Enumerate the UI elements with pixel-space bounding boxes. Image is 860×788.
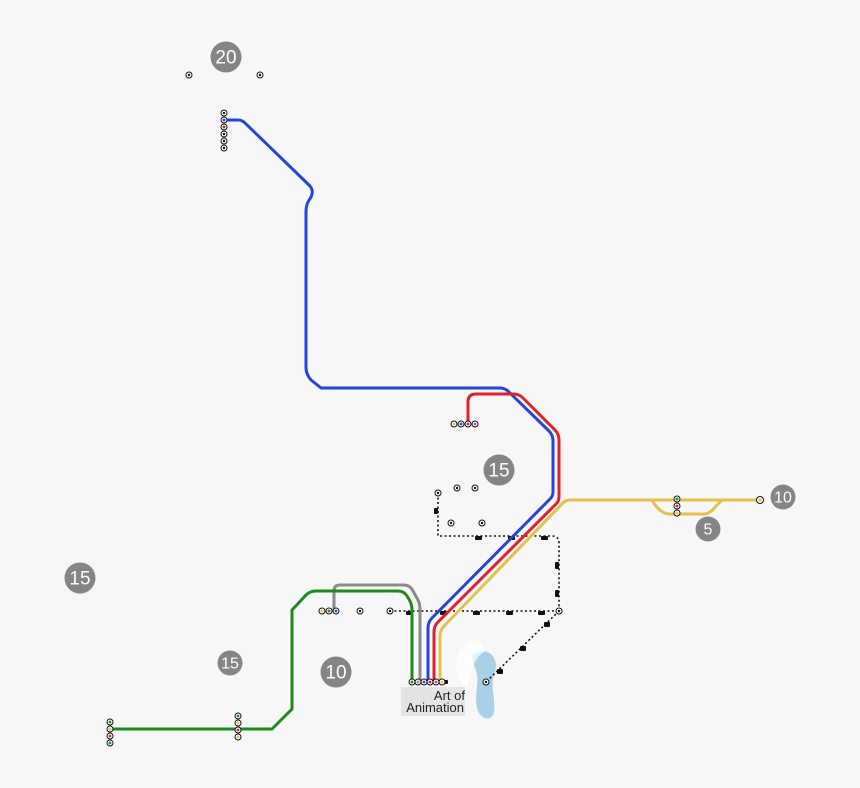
svg-text:15: 15 <box>69 569 90 590</box>
badge-20: 20 <box>210 41 242 73</box>
svg-text:15: 15 <box>488 461 509 482</box>
station-color-centers <box>108 118 762 745</box>
badge-5: 5 <box>695 516 721 542</box>
svg-text:10: 10 <box>774 490 792 507</box>
blue-route <box>222 118 555 684</box>
red-route <box>432 392 561 684</box>
svg-text:15: 15 <box>221 656 239 673</box>
badge-15-mid: 15 <box>483 454 515 486</box>
badge-10-right: 10 <box>770 484 796 510</box>
station-label-line2: Animation <box>406 700 464 715</box>
routes <box>108 118 762 731</box>
yellow-route-loop <box>650 498 724 516</box>
badge-15-left: 15 <box>64 562 96 594</box>
svg-text:20: 20 <box>215 48 236 69</box>
svg-text:5: 5 <box>704 522 713 539</box>
walk-path-upper <box>437 493 560 611</box>
lake-shadow <box>456 640 485 690</box>
yellow-route <box>438 498 762 684</box>
station-label-line1: Art of <box>434 688 465 703</box>
green-route <box>108 589 414 731</box>
station-label-box <box>401 687 465 716</box>
time-badges: 20 15 10 5 15 15 10 <box>64 41 796 688</box>
badge-10-bottom: 10 <box>320 656 352 688</box>
gray-route <box>332 583 422 684</box>
badge-15-small: 15 <box>217 650 243 676</box>
svg-text:10: 10 <box>325 663 346 684</box>
